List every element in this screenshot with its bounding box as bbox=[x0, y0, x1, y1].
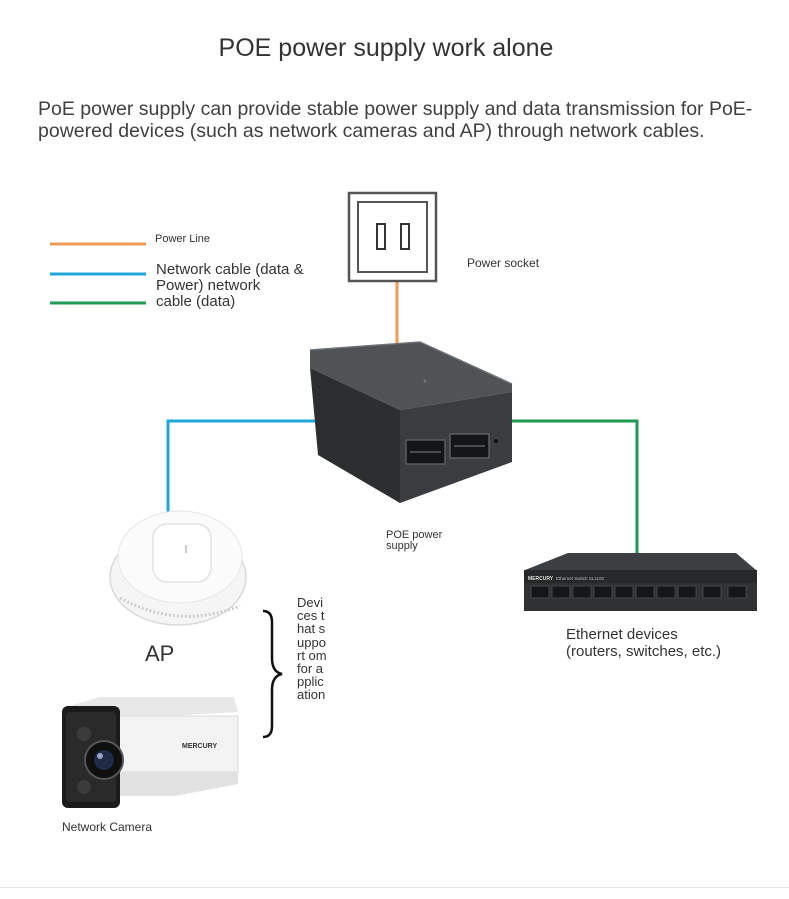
devices-brace bbox=[263, 611, 282, 737]
power-socket-label: Power socket bbox=[467, 257, 539, 269]
ap-label: AP bbox=[145, 641, 174, 667]
ethernet-switch-icon: MERCURY Ethernet Switch SL1100 bbox=[524, 553, 757, 611]
access-point-icon bbox=[110, 511, 246, 625]
bottom-divider bbox=[0, 887, 789, 888]
camera-brand-logo: MERCURY bbox=[182, 743, 217, 750]
switch-model-logo: Ethernet Switch SL1100 bbox=[556, 576, 604, 581]
switch-brand-logo: MERCURY bbox=[528, 576, 554, 582]
switch-network-cable bbox=[512, 421, 637, 553]
network-camera-icon: MERCURY bbox=[62, 697, 238, 808]
devices-note: Devices that support om for application bbox=[297, 596, 327, 702]
legend-label-network-poe: Network cable (data & Power) network bbox=[156, 262, 306, 294]
ethernet-devices-label: Ethernet devices (routers, switches, etc… bbox=[566, 627, 736, 660]
ap-network-cable bbox=[168, 421, 322, 522]
legend-label-power-line: Power Line bbox=[155, 234, 215, 245]
legend-label-network-data: cable (data) bbox=[156, 294, 306, 310]
network-camera-label: Network Camera bbox=[62, 821, 152, 833]
power-socket-icon bbox=[349, 193, 436, 281]
poe-power-supply-icon bbox=[310, 342, 512, 503]
poe-supply-label: POE power supply bbox=[386, 530, 458, 552]
